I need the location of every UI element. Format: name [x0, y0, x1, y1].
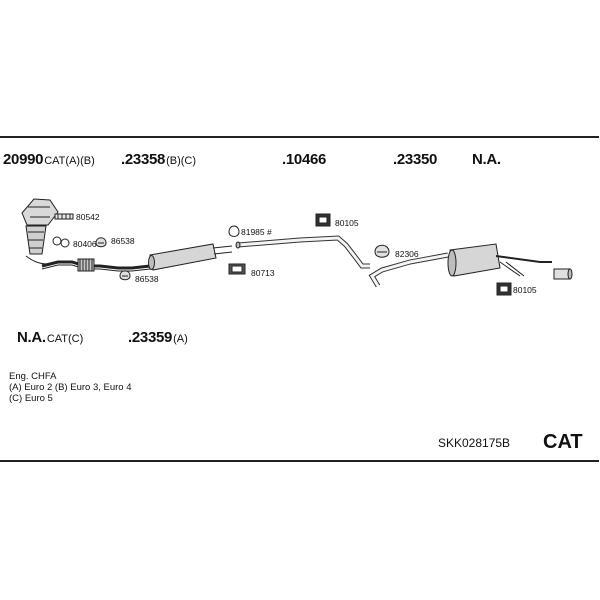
part-label-10466: .10466 [282, 152, 326, 167]
part-label-80542: 80542 [76, 212, 100, 222]
part-label-23359: .23359(A) [128, 330, 188, 345]
part-label-80105-b: 80105 [513, 285, 537, 295]
diagram-frame [0, 136, 599, 462]
muffler-icon [447, 243, 548, 277]
part-number: N.A. [17, 329, 46, 346]
euro-note-a-b: (A) Euro 2 (B) Euro 3, Euro 4 [9, 382, 132, 393]
engine-note: Eng. CHFA [9, 371, 57, 382]
gasket-icon [54, 213, 74, 220]
part-label-na-cat: N.A.CAT(C) [17, 330, 83, 345]
part-number: N.A. [472, 151, 501, 168]
part-number: .23359 [128, 329, 173, 346]
part-suffix: CAT(C) [46, 333, 84, 345]
brand-label: CAT [543, 431, 583, 453]
part-label-80105-a: 80105 [335, 218, 359, 228]
part-label-20990: 20990CAT(A)(B) [3, 152, 95, 167]
part-suffix: (A) [173, 333, 188, 345]
part-number: .23350 [393, 151, 438, 168]
part-suffix: (B)(C) [166, 155, 197, 167]
part-suffix: CAT(A)(B) [44, 155, 95, 167]
pipe-icon [235, 235, 370, 269]
clamp-icon [374, 244, 390, 258]
clamp-icon [119, 270, 131, 281]
part-label-86538-b: 86538 [135, 274, 159, 284]
clamp-icon [95, 237, 107, 248]
tailpipe-icon [548, 261, 573, 280]
part-label-82306: 82306 [395, 249, 419, 259]
part-number: .10466 [282, 151, 327, 168]
pipe-icon [41, 258, 151, 272]
rubber-hanger-icon [315, 213, 331, 227]
rubber-hanger-icon [496, 282, 512, 296]
pipe-icon [368, 252, 449, 288]
euro-note-c: (C) Euro 5 [9, 393, 53, 404]
part-label-na: N.A. [472, 152, 501, 167]
part-label-86538-a: 86538 [111, 236, 135, 246]
part-label-81985: 81985 # [241, 227, 272, 237]
part-label-23358: .23358(B)(C) [121, 152, 196, 167]
clamp-icon [228, 225, 240, 237]
part-number: 20990 [3, 151, 44, 168]
part-number: .23358 [121, 151, 166, 168]
kit-code: SKK028175B [438, 436, 511, 450]
gasket-icon [52, 236, 70, 248]
part-label-80406: 80406 [73, 239, 97, 249]
part-label-80713: 80713 [251, 268, 275, 278]
muffler-icon [148, 243, 233, 271]
rubber-hanger-icon [228, 263, 246, 275]
part-label-23350: .23350 [393, 152, 437, 167]
catalytic-converter-icon [21, 198, 59, 265]
